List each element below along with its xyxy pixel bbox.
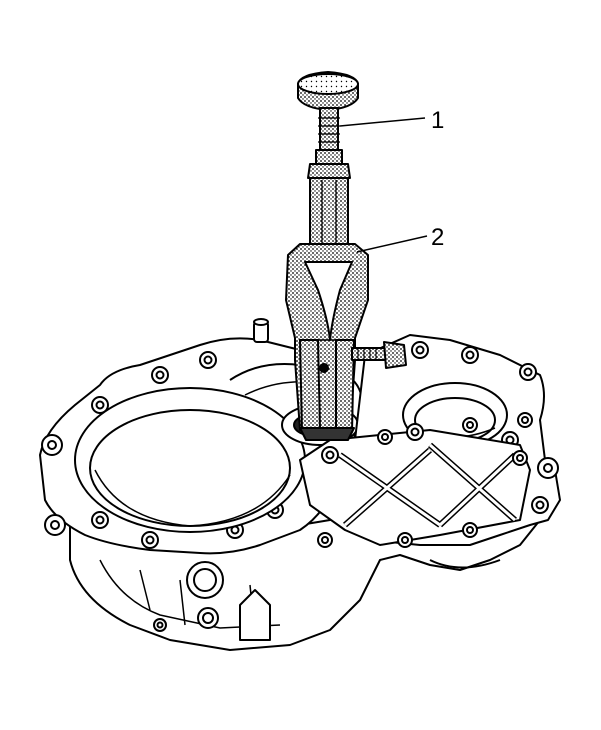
callout-2-label: 2	[431, 224, 444, 251]
puller-jaw-left	[299, 339, 321, 433]
callout-1-leader	[339, 117, 426, 127]
callout-1: 1	[339, 107, 444, 134]
puller-tool	[285, 71, 407, 441]
callout-1-label: 1	[431, 107, 444, 134]
callout-2: 2	[356, 224, 444, 253]
callout-2-leader	[356, 235, 428, 253]
transmission-case	[39, 318, 561, 651]
puller-collar	[307, 163, 351, 179]
clamp-bolt	[351, 347, 387, 361]
